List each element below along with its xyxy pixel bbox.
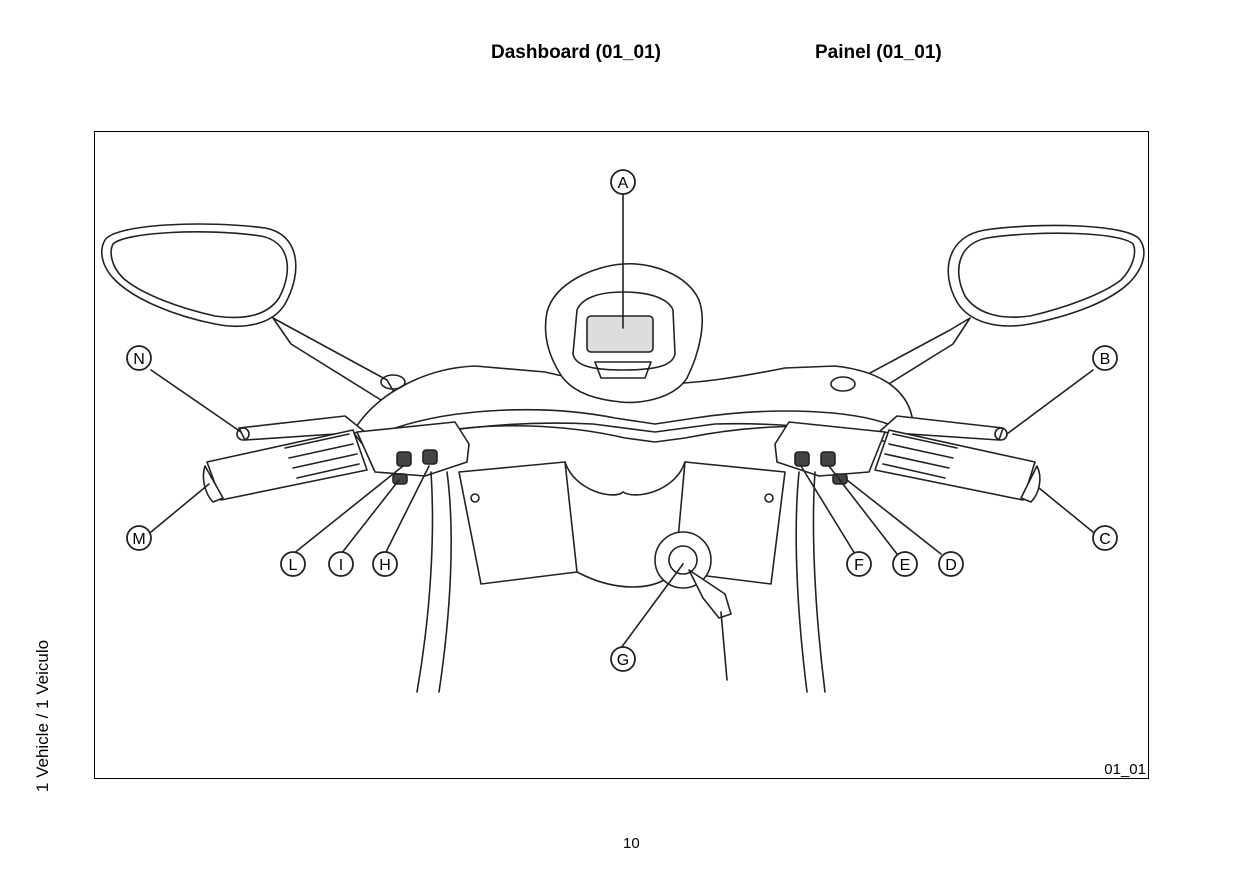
handlebar-illustration: A B C D E F G H I L M N (101, 169, 1145, 693)
callout-h (372, 551, 398, 577)
callout-i (328, 551, 354, 577)
callout-l (280, 551, 306, 577)
callout-a (610, 169, 636, 195)
callout-h-label: H (379, 557, 391, 574)
callout-d-label: D (945, 557, 957, 574)
callout-n (126, 345, 152, 371)
callout-d (938, 551, 964, 577)
callout-c-label: C (1099, 531, 1111, 548)
page-title-english: Dashboard (01_01) (491, 42, 662, 63)
callout-g-label: G (617, 652, 629, 669)
callout-g (610, 646, 636, 672)
callout-b (1092, 345, 1118, 371)
callout-c (1092, 525, 1118, 551)
callout-m-label: M (132, 531, 145, 548)
callout-e-label: E (900, 557, 911, 574)
callout-f (846, 551, 872, 577)
figure-code: 01_01 (1104, 761, 1146, 778)
callout-n-label: N (133, 351, 145, 368)
callout-a-label: A (618, 175, 629, 192)
callout-e (892, 551, 918, 577)
page-title-portuguese: Painel (01_01) (815, 42, 942, 63)
page-number: 10 (623, 835, 640, 852)
callout-b-label: B (1100, 351, 1111, 368)
callout-l-label: L (289, 557, 298, 574)
section-label: 1 Vehicle / 1 Veiculo (33, 639, 52, 793)
callout-m (126, 525, 152, 551)
callout-i-label: I (339, 557, 343, 574)
dashboard-figure: A B C D E F G H I L M N 01_01 (94, 131, 1149, 779)
callout-f-label: F (854, 557, 864, 574)
